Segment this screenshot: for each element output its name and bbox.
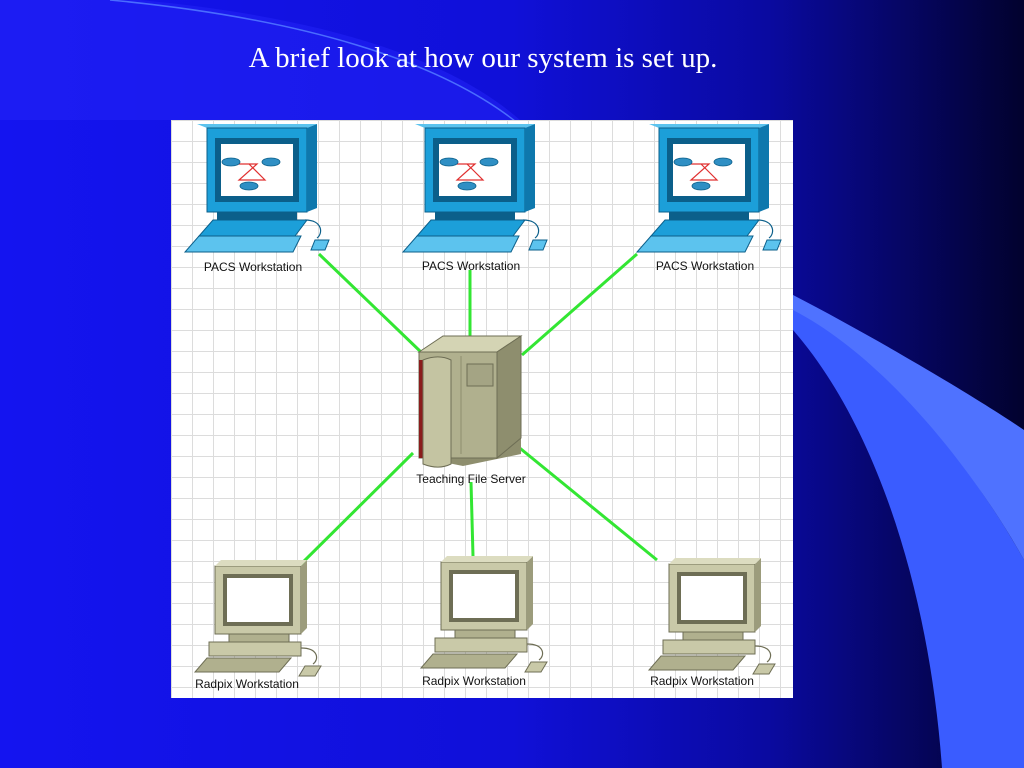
pacs-workstation-label-3: PACS Workstation	[655, 259, 755, 273]
radpix-workstation-icon[interactable]	[648, 557, 776, 675]
pacs-workstation-icon[interactable]	[636, 123, 782, 253]
background-swoosh-top	[0, 0, 520, 120]
pacs-workstation-icon[interactable]	[184, 123, 330, 253]
link-pacs-3	[521, 252, 638, 357]
link-radpix-3	[515, 443, 658, 562]
background-swoosh-line	[109, 0, 521, 126]
background-swoosh-right-light	[793, 295, 1024, 560]
pacs-workstation-label-1: PACS Workstation	[203, 260, 303, 274]
pacs-workstation-label-2: PACS Workstation	[421, 259, 521, 273]
radpix-workstation-label-2: Radpix Workstation	[422, 674, 526, 688]
server-tower-icon[interactable]	[417, 335, 523, 468]
background-swoosh-right	[793, 295, 1024, 768]
link-radpix-2	[469, 481, 475, 557]
slide-title: A brief look at how our system is set up…	[248, 42, 718, 74]
radpix-workstation-icon[interactable]	[420, 555, 548, 673]
link-radpix-1	[286, 451, 415, 579]
radpix-workstation-icon[interactable]	[194, 559, 322, 677]
network-diagram: PACS Workstation PACS Workstation PACS W…	[171, 120, 793, 698]
server-label: Teaching File Server	[416, 472, 526, 486]
radpix-workstation-label-3: Radpix Workstation	[650, 674, 754, 688]
radpix-workstation-label-1: Radpix Workstation	[195, 677, 299, 691]
network-diagram-canvas	[184, 123, 782, 677]
pacs-workstation-icon[interactable]	[402, 123, 548, 253]
link-pacs-1	[317, 252, 424, 355]
